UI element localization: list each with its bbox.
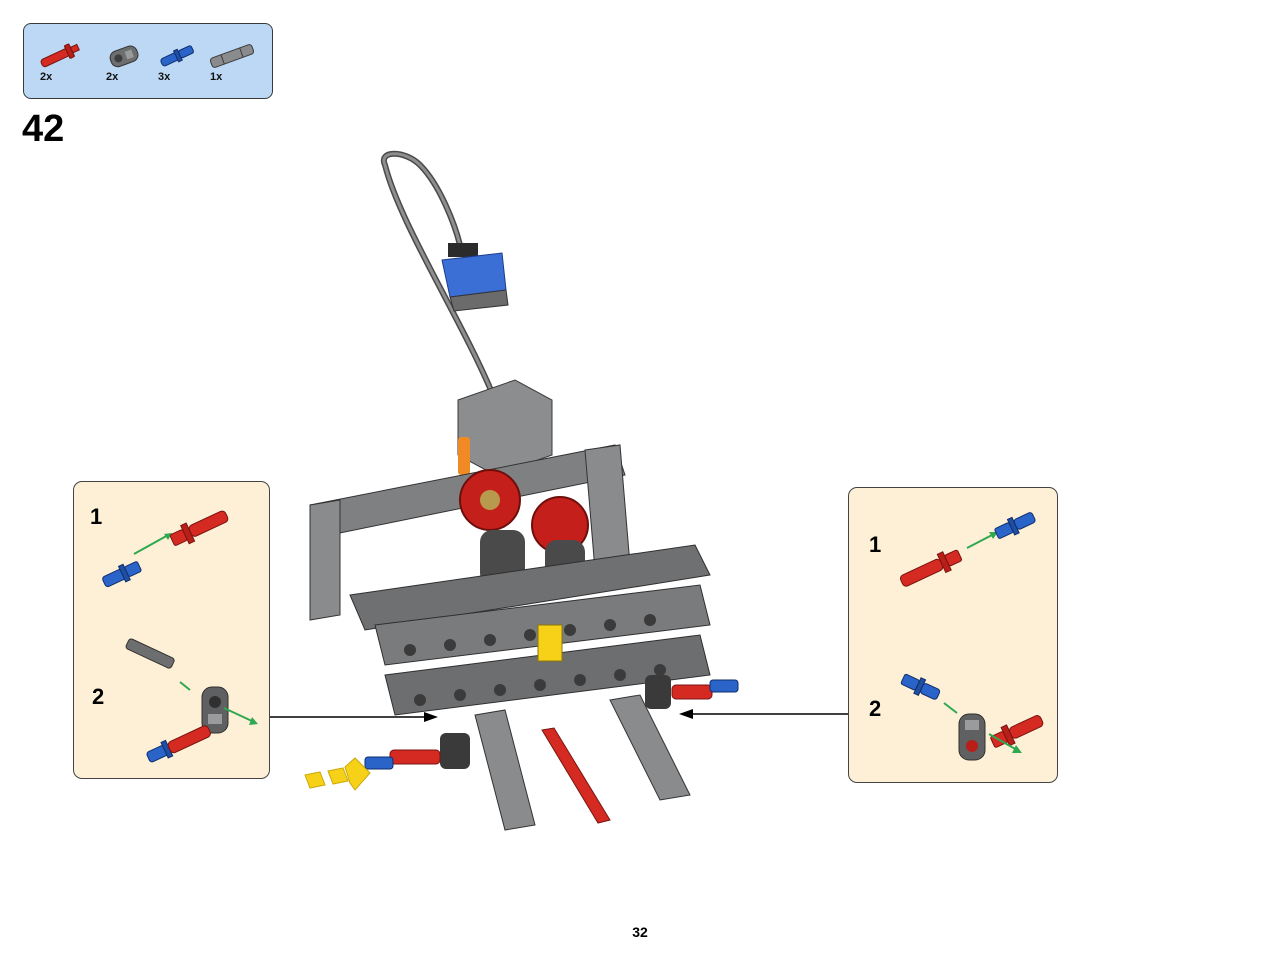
callout-right: 1 2 [848, 487, 1058, 783]
callout-substep-label: 2 [869, 696, 882, 721]
part-gray-connector: 2x [100, 36, 150, 86]
callout-right-diagram [899, 512, 1044, 761]
main-assembly-illustration [304, 150, 739, 831]
part-quantity: 1x [210, 71, 223, 83]
part-blue-axle-pin: 3x [152, 36, 202, 86]
step-number: 42 [22, 108, 65, 150]
callout-substep-label: 1 [90, 504, 103, 529]
red-axle-pin-icon [40, 43, 80, 68]
part-quantity: 2x [40, 71, 53, 83]
callout-substep-label: 2 [92, 684, 105, 709]
part-quantity: 3x [158, 71, 171, 83]
parts-list-box: 2x 2x 3x 1x [23, 23, 273, 99]
callout-left: 1 2 [73, 481, 270, 779]
callout-left-diagram [102, 510, 258, 763]
cable-plug [441, 243, 509, 312]
part-gray-axle-connector: 1x [204, 36, 255, 86]
gray-axle-connector-icon [209, 44, 255, 68]
page-number: 32 [632, 924, 648, 940]
callout-substep-label: 1 [869, 532, 882, 557]
part-red-axle-pin: 2x [34, 36, 84, 86]
part-quantity: 2x [106, 71, 119, 83]
gray-perpendicular-connector-icon [109, 45, 139, 68]
blue-axle-pin-icon [160, 45, 194, 67]
